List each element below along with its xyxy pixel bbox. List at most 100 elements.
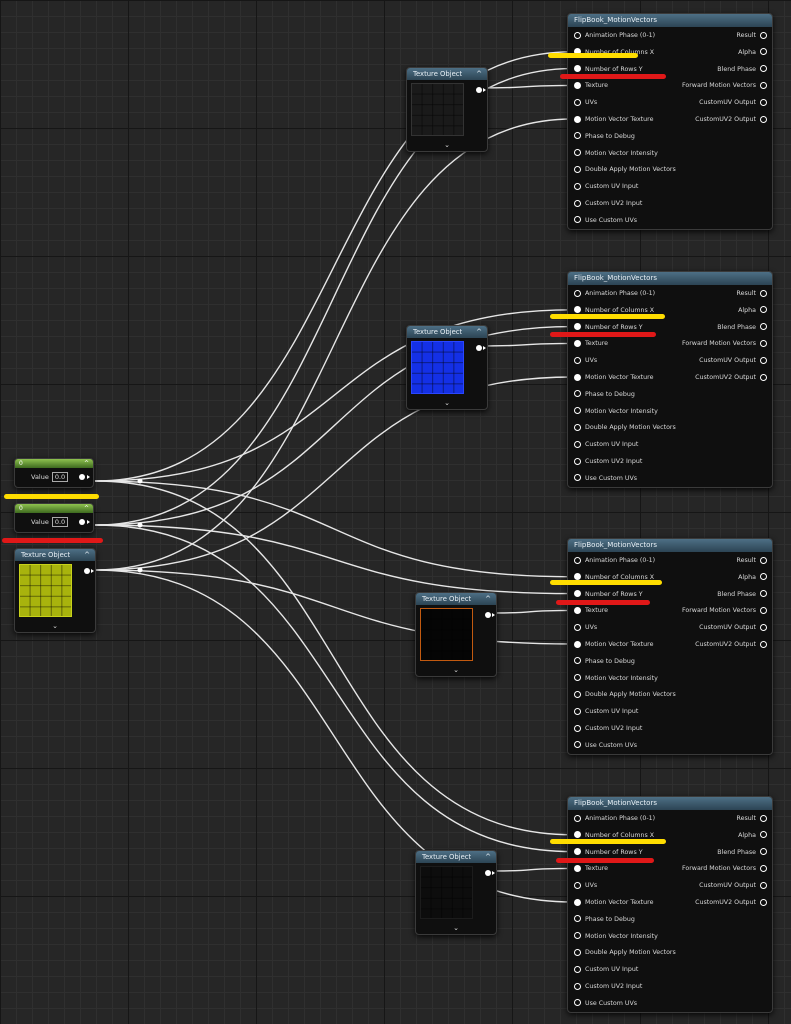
input-pin-icon[interactable] <box>574 182 581 190</box>
input-pin-icon[interactable] <box>574 373 581 381</box>
output-pin-icon[interactable] <box>760 31 767 39</box>
output-pin-row[interactable]: Alpha <box>738 45 767 61</box>
input-pin-icon[interactable] <box>574 623 581 631</box>
input-pin-icon[interactable] <box>574 741 581 749</box>
output-pin-icon[interactable] <box>760 573 767 581</box>
connection-wire[interactable] <box>479 342 574 347</box>
texture-object-node[interactable]: Texture Object^ ⌄ <box>14 548 96 633</box>
output-pin-icon[interactable] <box>760 831 767 839</box>
input-pin-row[interactable]: Motion Vector Intensity <box>574 929 658 945</box>
input-pin-row[interactable]: Use Custom UVs <box>574 996 637 1012</box>
input-pin-icon[interactable] <box>574 132 581 140</box>
wire-knot[interactable] <box>137 522 143 528</box>
input-pin-row[interactable]: Animation Phase (0-1) <box>574 28 655 44</box>
input-pin-row[interactable]: Double Apply Motion Vectors <box>574 945 676 961</box>
output-pin-row[interactable]: Alpha <box>738 303 767 319</box>
input-pin-icon[interactable] <box>574 474 581 482</box>
input-pin-row[interactable]: Phase to Debug <box>574 129 635 145</box>
input-pin-row[interactable]: Texture <box>574 336 608 352</box>
output-pin-row[interactable]: Forward Motion Vectors <box>682 78 767 94</box>
input-pin-row[interactable]: Custom UV Input <box>574 179 638 195</box>
output-pin-icon[interactable] <box>760 623 767 631</box>
input-pin-row[interactable]: Use Custom UVs <box>574 738 637 754</box>
input-pin-row[interactable]: Use Custom UVs <box>574 471 637 487</box>
input-pin-icon[interactable] <box>574 98 581 106</box>
output-pin-icon[interactable] <box>760 339 767 347</box>
input-pin-icon[interactable] <box>574 707 581 715</box>
input-pin-icon[interactable] <box>574 831 581 839</box>
texture-object-node[interactable]: Texture Object^ ⌄ <box>406 325 488 410</box>
input-pin-row[interactable]: Motion Vector Texture <box>574 895 653 911</box>
input-pin-row[interactable]: Number of Columns X <box>574 303 654 319</box>
input-pin-icon[interactable] <box>574 407 581 415</box>
input-pin-icon[interactable] <box>574 898 581 906</box>
connection-wire[interactable] <box>94 569 574 903</box>
input-pin-row[interactable]: Texture <box>574 78 608 94</box>
connection-wire[interactable] <box>488 867 574 872</box>
input-pin-row[interactable]: Custom UV Input <box>574 962 638 978</box>
connection-wire[interactable] <box>94 51 574 482</box>
chevron-up-icon[interactable]: ^ <box>485 595 491 603</box>
chevron-down-icon[interactable]: ⌄ <box>52 622 58 630</box>
chevron-up-icon[interactable]: ^ <box>476 328 482 336</box>
input-pin-icon[interactable] <box>574 149 581 157</box>
output-pin-icon[interactable] <box>760 98 767 106</box>
output-pin-row[interactable]: Result <box>737 811 767 827</box>
output-pin-icon[interactable] <box>760 323 767 331</box>
output-pin-icon[interactable] <box>760 881 767 889</box>
output-pin-row[interactable]: Forward Motion Vectors <box>682 336 767 352</box>
input-pin-icon[interactable] <box>574 423 581 431</box>
input-pin-row[interactable]: UVs <box>574 620 597 636</box>
input-pin-row[interactable]: Use Custom UVs <box>574 213 637 229</box>
output-pin-icon[interactable] <box>760 115 767 123</box>
input-pin-icon[interactable] <box>574 339 581 347</box>
input-pin-icon[interactable] <box>574 724 581 732</box>
input-pin-row[interactable]: Motion Vector Texture <box>574 370 653 386</box>
chevron-down-icon[interactable]: ⌄ <box>444 399 450 407</box>
output-pin-row[interactable]: Blend Phase <box>717 62 767 78</box>
output-pin-row[interactable]: CustomUV2 Output <box>695 637 767 653</box>
input-pin-row[interactable]: Motion Vector Intensity <box>574 404 658 420</box>
output-pin-row[interactable]: Blend Phase <box>717 587 767 603</box>
input-pin-row[interactable]: Phase to Debug <box>574 387 635 403</box>
connection-wire[interactable] <box>94 524 574 595</box>
input-pin-row[interactable]: Double Apply Motion Vectors <box>574 162 676 178</box>
output-pin-row[interactable]: CustomUV Output <box>699 95 767 111</box>
input-pin-row[interactable]: Texture <box>574 603 608 619</box>
output-pin-icon[interactable] <box>760 898 767 906</box>
input-pin-icon[interactable] <box>574 640 581 648</box>
input-pin-icon[interactable] <box>574 289 581 297</box>
output-pin-icon[interactable] <box>760 590 767 598</box>
output-pin[interactable] <box>476 345 482 351</box>
input-pin-icon[interactable] <box>574 965 581 973</box>
chevron-up-icon[interactable]: ^ <box>83 505 89 512</box>
input-pin-row[interactable]: UVs <box>574 95 597 111</box>
input-pin-row[interactable]: Motion Vector Intensity <box>574 671 658 687</box>
output-pin-row[interactable]: Result <box>737 553 767 569</box>
input-pin-row[interactable]: UVs <box>574 353 597 369</box>
input-pin-row[interactable]: Number of Rows Y <box>574 320 643 336</box>
input-pin-icon[interactable] <box>574 848 581 856</box>
output-pin[interactable] <box>485 612 491 618</box>
connection-wire[interactable] <box>94 524 574 853</box>
chevron-down-icon[interactable]: ⌄ <box>453 924 459 932</box>
input-pin-row[interactable]: Animation Phase (0-1) <box>574 811 655 827</box>
input-pin-icon[interactable] <box>574 356 581 364</box>
wire-knot[interactable] <box>137 567 143 573</box>
connection-wire[interactable] <box>94 309 574 482</box>
input-pin-icon[interactable] <box>574 606 581 614</box>
input-pin-row[interactable]: Number of Rows Y <box>574 62 643 78</box>
input-pin-row[interactable]: Custom UV Input <box>574 704 638 720</box>
output-pin-row[interactable]: CustomUV Output <box>699 353 767 369</box>
input-pin-icon[interactable] <box>574 115 581 123</box>
input-pin-row[interactable]: Phase to Debug <box>574 654 635 670</box>
connection-wire[interactable] <box>94 376 574 571</box>
input-pin-icon[interactable] <box>574 657 581 665</box>
input-pin-row[interactable]: Number of Rows Y <box>574 845 643 861</box>
output-pin-icon[interactable] <box>760 848 767 856</box>
input-pin-row[interactable]: UVs <box>574 878 597 894</box>
